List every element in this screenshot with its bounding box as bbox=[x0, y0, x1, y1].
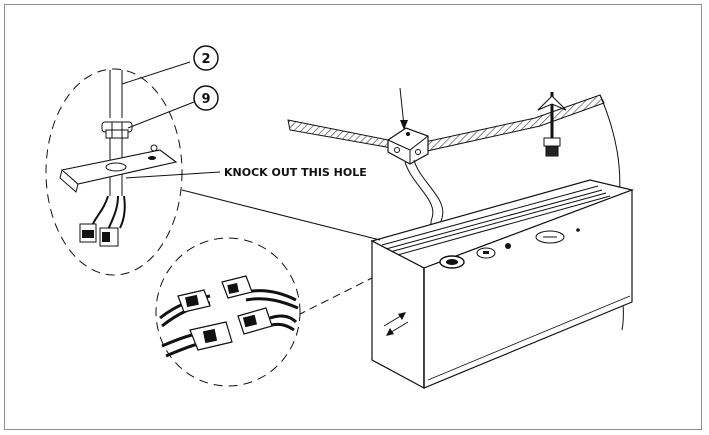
junction-box bbox=[387, 87, 429, 165]
callout-2-label: 2 bbox=[201, 52, 210, 67]
callout-9-circle bbox=[193, 85, 219, 111]
callout-2-circle bbox=[193, 45, 219, 71]
detail-leader-line bbox=[181, 189, 381, 241]
bracket-detail bbox=[45, 68, 183, 276]
knockout-annotation: KNOCK OUT THIS HOLE bbox=[125, 166, 367, 179]
callout-2-group: 2 bbox=[121, 45, 219, 85]
knockout-hole-label: KNOCK OUT THIS HOLE bbox=[224, 166, 367, 179]
fixture-housing bbox=[297, 179, 635, 390]
connector-detail bbox=[155, 237, 301, 387]
callout-9-label: 9 bbox=[201, 92, 210, 107]
anchor-bolt bbox=[537, 92, 567, 157]
callout-9-group: 9 bbox=[127, 85, 219, 129]
